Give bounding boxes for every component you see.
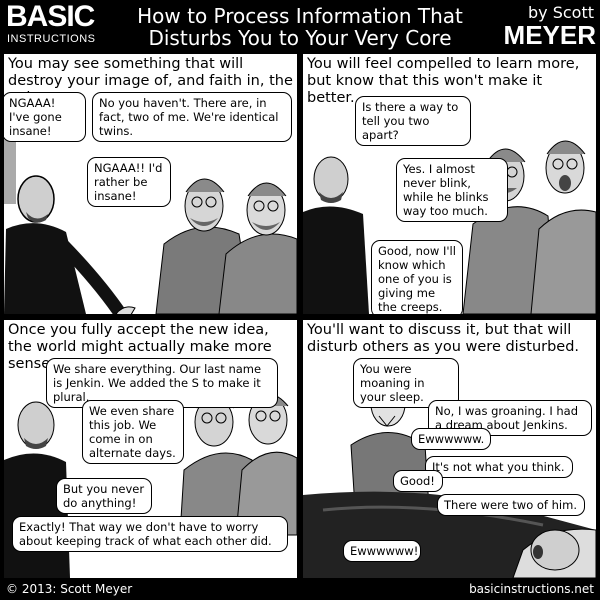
panel-3-caption: Once you fully accept the new idea, the … [8,322,272,372]
twin-right-figure [218,182,297,314]
speech-bubble: Good, now I'll know which one of you is … [371,240,463,314]
title-line-2: Disturbs You to Your Very Core [148,26,452,50]
twin-right-figure [530,140,596,314]
panel-4: You'll want to discuss it, but that will… [303,320,596,578]
panel-1-artwork [4,124,297,314]
speech-bubble: NGAAA! I've gone insane! [4,92,86,142]
speech-bubble: There were two of him. [437,494,585,516]
panel-4-caption: You'll want to discuss it, but that will… [307,322,580,355]
panel-3: Once you fully accept the new idea, the … [4,320,297,578]
comic-title: How to Process Information That Disturbs… [110,5,490,49]
speech-bubble: Ewwwwww! [343,540,421,562]
title-line-1: How to Process Information That [137,4,463,28]
author-name: MEYER [503,20,596,50]
panel-2-artwork [303,140,596,314]
speech-bubble: NGAAA!! I'd rather be insane! [87,157,171,207]
twin-left-figure [179,395,257,536]
speech-bubble: We share everything. Our last name is Je… [46,358,278,408]
speech-bubble: Good! [393,470,443,492]
copyright-notice: © 2013: Scott Meyer [6,582,133,596]
panel-2-caption: You will feel compelled to learn more, b… [307,56,580,106]
bald-man-figure [4,124,136,314]
logo-basic: BASIC [6,0,95,33]
comic-header: BASIC INSTRUCTIONS How to Process Inform… [0,0,600,52]
speech-bubble: Is there a way to tell you two apart? [355,96,471,146]
panel-1: You may see something that will destroy … [4,54,297,314]
speech-bubble: Ewwwwww. [411,428,491,450]
bald-man-figure [303,156,369,314]
speech-bubble: Yes. I almost never blink, while he blin… [396,158,508,222]
site-link[interactable]: basicinstructions.net [469,582,594,596]
speech-bubble: It's not what you think. [425,456,573,478]
speech-bubble: But you never do anything! [56,478,152,514]
logo-instructions: INSTRUCTIONS [7,33,96,45]
byline: by Scott [528,3,594,22]
bald-man-figure [530,529,580,571]
panel-2: You will feel compelled to learn more, b… [303,54,596,314]
speech-bubble: Exactly! That way we don't have to worry… [12,516,288,552]
speech-bubble: You were moaning in your sleep. [353,358,459,408]
speech-bubble: We even share this job. We come in on al… [82,400,184,464]
speech-bubble: No you haven't. There are, in fact, two … [92,92,292,142]
